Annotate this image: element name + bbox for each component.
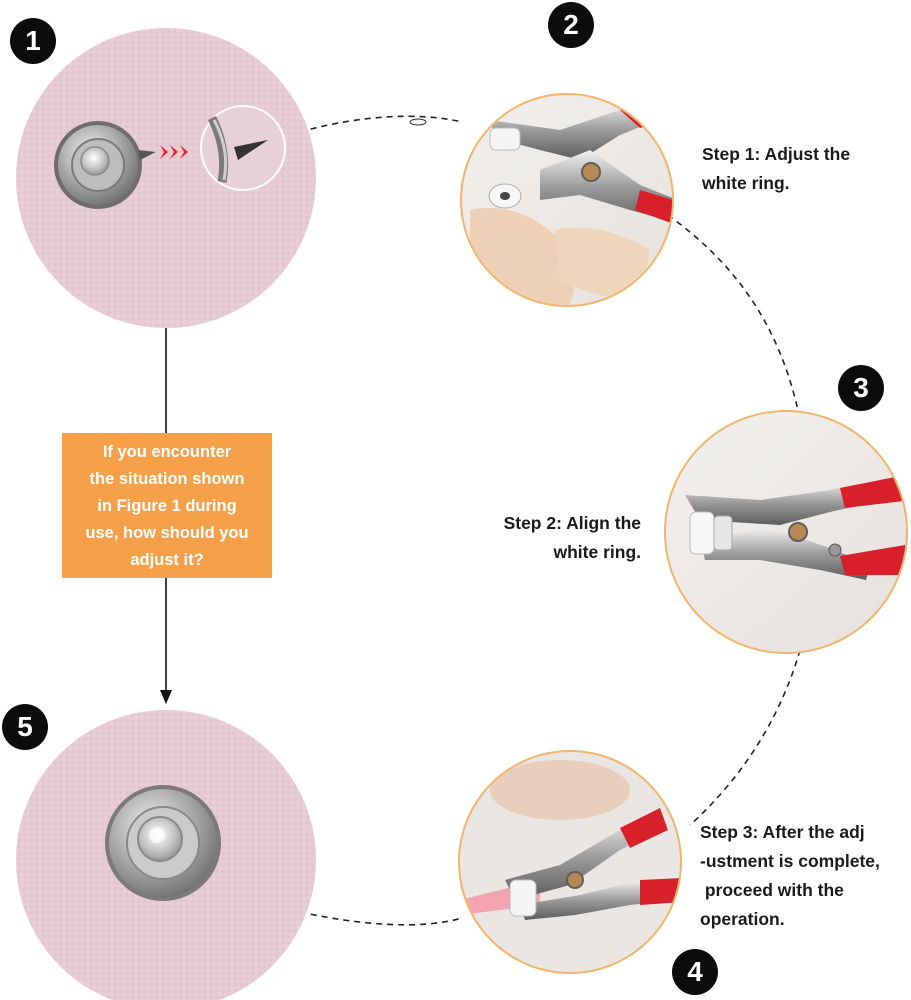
step-1-line: Step 1: Adjust the xyxy=(702,144,851,164)
step-3-line: -ustment is complete, xyxy=(700,851,880,871)
question-line: adjust it? xyxy=(130,551,204,569)
badge-5: 5 xyxy=(2,704,48,750)
figure-2-photo xyxy=(460,93,674,307)
question-box: If you encounter the situation shown in … xyxy=(62,433,272,578)
step-2-line: white ring. xyxy=(553,542,642,562)
dashed-connector xyxy=(299,115,801,926)
figure-3-photo xyxy=(664,410,908,654)
figure-4-photo xyxy=(458,750,682,974)
connector-knot xyxy=(409,118,427,126)
flow-arrow xyxy=(160,322,172,704)
step-2-line: Step 2: Align the xyxy=(503,513,641,533)
question-line: in Figure 1 during xyxy=(97,497,237,515)
badge-3: 3 xyxy=(838,365,884,411)
question-line: the situation shown xyxy=(89,470,245,488)
badge-2: 2 xyxy=(548,2,594,48)
figure-5-photo xyxy=(16,710,316,1000)
question-line: If you encounter xyxy=(102,443,232,461)
step-1-text: Step 1: Adjust the white ring. xyxy=(702,140,850,198)
step-3-text: Step 3: After the adj -ustment is comple… xyxy=(700,818,880,934)
step-3-line: operation. xyxy=(700,909,785,929)
badge-1: 1 xyxy=(10,18,56,64)
badge-4: 4 xyxy=(672,949,718,995)
question-line: use, how should you xyxy=(85,524,249,542)
step-3-line: Step 3: After the adj xyxy=(700,822,865,842)
step-1-line: white ring. xyxy=(702,173,790,193)
figure-1-photo xyxy=(16,28,316,328)
step-3-line: proceed with the xyxy=(700,880,844,900)
step-2-text: Step 2: Align the white ring. xyxy=(478,509,641,567)
